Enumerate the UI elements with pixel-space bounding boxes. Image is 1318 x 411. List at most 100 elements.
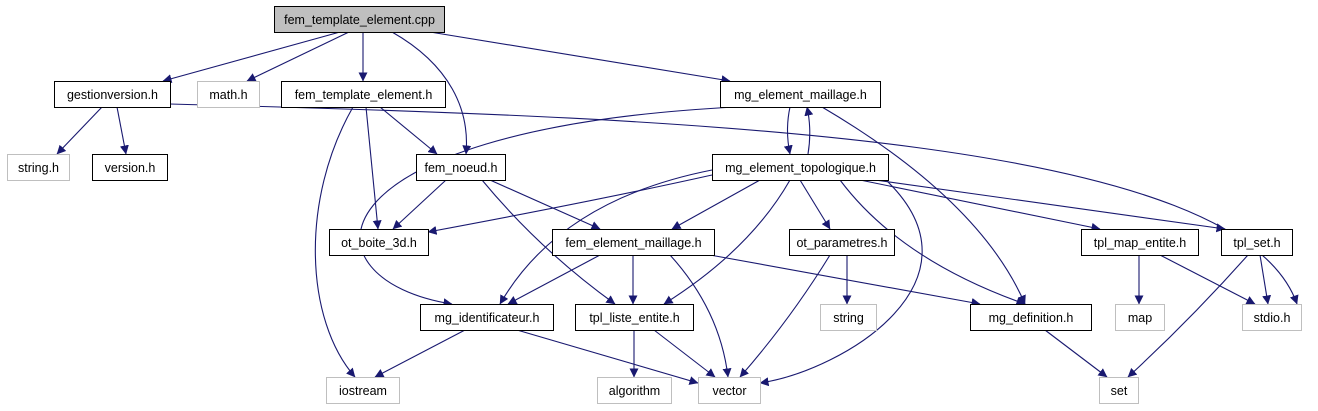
- node-mg-element-topologique-h[interactable]: mg_element_topologique.h: [712, 154, 889, 181]
- edge-mg-element-topologique-h-to-fem-element-maillage-h: [671, 179, 761, 230]
- edge-mg-element-topologique-h-to-ot-boite-3d-h: [427, 174, 713, 235]
- node-ot-boite-3d-h[interactable]: ot_boite_3d.h: [329, 229, 429, 256]
- edge-fem-template-element-cpp-to-mg-element-maillage-h: [429, 31, 731, 85]
- node-math-h[interactable]: math.h: [197, 81, 260, 108]
- node-box[interactable]: [789, 229, 895, 256]
- node-label: tpl_liste_entite.h: [589, 311, 679, 325]
- edge-fem-noeud-h-to-ot-boite-3d-h: [392, 179, 447, 230]
- node-label: mg_element_maillage.h: [734, 88, 867, 102]
- edge-fem-template-element-h-to-ot-boite-3d-h: [365, 106, 382, 230]
- node-tpl-liste-entite-h[interactable]: tpl_liste_entite.h: [575, 304, 694, 331]
- node-box[interactable]: [698, 377, 761, 404]
- node-box[interactable]: [274, 6, 445, 33]
- node-label: map: [1128, 311, 1152, 325]
- node-algorithm[interactable]: algorithm: [597, 377, 672, 404]
- node-ot-parametres-h[interactable]: ot_parametres.h: [789, 229, 895, 256]
- node-box[interactable]: [420, 304, 554, 331]
- nodes-layer: fem_template_element.cpp gestionversion.h…: [7, 6, 1302, 404]
- node-label: fem_noeud.h: [425, 161, 498, 175]
- edges-layer: [56, 31, 1299, 387]
- node-box[interactable]: [597, 377, 672, 404]
- edge-gestionversion-h-to-string-h: [56, 106, 103, 155]
- edge-mg-identificateur-h-to-vector: [516, 329, 699, 385]
- node-label: string.h: [18, 161, 59, 175]
- node-box[interactable]: [54, 81, 171, 108]
- node-box[interactable]: [326, 377, 400, 404]
- node-box[interactable]: [1115, 304, 1165, 331]
- edge-mg-element-topologique-h-to-tpl-map-entite-h: [859, 179, 1101, 232]
- node-fem-noeud-h[interactable]: fem_noeud.h: [416, 154, 506, 181]
- node-box[interactable]: [1081, 229, 1199, 256]
- node-fem-element-maillage-h[interactable]: fem_element_maillage.h: [552, 229, 715, 256]
- node-label: tpl_set.h: [1233, 236, 1280, 250]
- node-stdio-h[interactable]: stdio.h: [1242, 304, 1302, 331]
- node-box[interactable]: [1242, 304, 1302, 331]
- edge-mg-element-topologique-h-to-tpl-set-h: [874, 179, 1226, 233]
- node-box[interactable]: [552, 229, 715, 256]
- node-tpl-map-entite-h[interactable]: tpl_map_entite.h: [1081, 229, 1199, 256]
- node-label: fem_template_element.h: [295, 88, 433, 102]
- node-box[interactable]: [416, 154, 506, 181]
- node-label: iostream: [339, 384, 387, 398]
- edge-ot-parametres-h-to-vector: [739, 254, 831, 378]
- node-label: tpl_map_entite.h: [1094, 236, 1186, 250]
- node-box[interactable]: [820, 304, 877, 331]
- node-map[interactable]: map: [1115, 304, 1165, 331]
- edge-fem-template-element-cpp-to-math-h: [246, 31, 350, 82]
- node-label: fem_template_element.cpp: [284, 13, 435, 27]
- node-label: math.h: [209, 88, 247, 102]
- node-vector[interactable]: vector: [698, 377, 761, 404]
- edge-mg-element-maillage-h-to-mg-identificateur-h: [359, 106, 736, 308]
- edge-gestionversion-h-to-version-h: [116, 106, 129, 155]
- node-box[interactable]: [1221, 229, 1293, 256]
- edge-fem-noeud-h-to-tpl-liste-entite-h: [481, 179, 616, 305]
- edge-mg-element-topologique-h-to-mg-definition-h: [839, 179, 1026, 306]
- edge-mg-definition-h-to-set: [1044, 329, 1108, 378]
- node-box[interactable]: [575, 304, 694, 331]
- node-label: gestionversion.h: [67, 88, 158, 102]
- edge-mg-element-maillage-h-to-mg-element-topologique-h: [783, 106, 793, 155]
- node-string[interactable]: string: [820, 304, 877, 331]
- edge-fem-noeud-h-to-fem-element-maillage-h: [489, 179, 601, 230]
- node-label: version.h: [105, 161, 156, 175]
- edge-fem-element-maillage-h-to-mg-definition-h: [709, 254, 981, 307]
- node-box[interactable]: [720, 81, 881, 108]
- edge-tpl-liste-entite-h-to-vector: [653, 329, 716, 378]
- node-label: set: [1111, 384, 1128, 398]
- edge-mg-identificateur-h-to-iostream: [374, 329, 466, 378]
- node-box[interactable]: [712, 154, 889, 181]
- node-label: vector: [712, 384, 746, 398]
- node-label: fem_element_maillage.h: [565, 236, 701, 250]
- node-label: string: [833, 311, 864, 325]
- node-fem-template-element-cpp[interactable]: fem_template_element.cpp: [274, 6, 445, 33]
- edge-fem-template-element-h-to-iostream: [314, 106, 356, 378]
- node-box[interactable]: [1099, 377, 1139, 404]
- node-fem-template-element-h[interactable]: fem_template_element.h: [281, 81, 446, 108]
- edge-fem-template-element-cpp-to-gestionversion-h: [162, 31, 341, 84]
- node-label: mg_definition.h: [989, 311, 1074, 325]
- node-set[interactable]: set: [1099, 377, 1139, 404]
- edge-fem-template-element-h-to-fem-noeud-h: [379, 106, 438, 155]
- node-box[interactable]: [7, 154, 70, 181]
- node-version-h[interactable]: version.h: [92, 154, 168, 181]
- node-box[interactable]: [970, 304, 1092, 331]
- node-label: stdio.h: [1254, 311, 1291, 325]
- edge-mg-element-topologique-h-to-ot-parametres-h: [799, 179, 831, 230]
- node-box[interactable]: [197, 81, 260, 108]
- node-mg-identificateur-h[interactable]: mg_identificateur.h: [420, 304, 554, 331]
- node-mg-element-maillage-h[interactable]: mg_element_maillage.h: [720, 81, 881, 108]
- node-box[interactable]: [329, 229, 429, 256]
- node-tpl-set-h[interactable]: tpl_set.h: [1221, 229, 1293, 256]
- node-label: mg_element_topologique.h: [725, 161, 876, 175]
- node-string-h[interactable]: string.h: [7, 154, 70, 181]
- edge-mg-element-topologique-h-to-vector: [759, 179, 923, 387]
- node-label: algorithm: [609, 384, 660, 398]
- node-gestionversion-h[interactable]: gestionversion.h: [54, 81, 171, 108]
- node-mg-definition-h[interactable]: mg_definition.h: [970, 304, 1092, 331]
- node-iostream[interactable]: iostream: [326, 377, 400, 404]
- node-box[interactable]: [281, 81, 446, 108]
- edge-tpl-set-h-to-set: [1127, 254, 1249, 378]
- node-box[interactable]: [92, 154, 168, 181]
- node-label: ot_boite_3d.h: [341, 236, 417, 250]
